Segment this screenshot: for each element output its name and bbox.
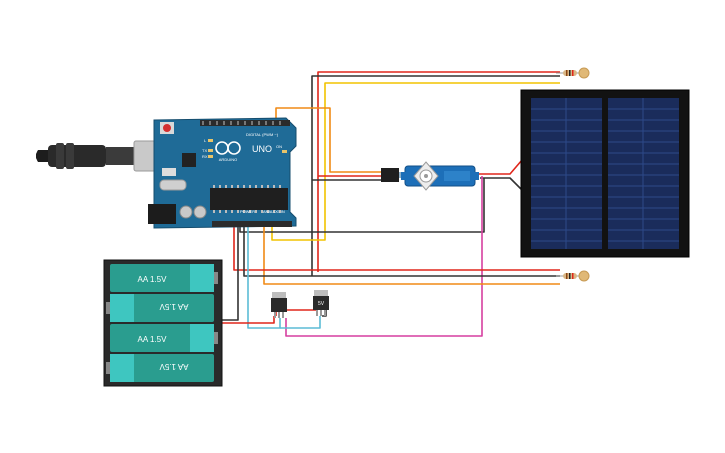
wire-orange-digital [275, 107, 383, 173]
resistor-bottom [556, 270, 590, 282]
led-on-label: ON [276, 144, 282, 149]
arduino-brand: ARDUINO [219, 157, 237, 162]
regulator-left [271, 292, 287, 318]
servo-connector [381, 168, 399, 182]
svg-text:AA 1.5V: AA 1.5V [138, 275, 168, 284]
battery-cell-4: AA 1.5V [106, 354, 214, 382]
wire-red-bottom [233, 226, 560, 271]
battery-pack: AA 1.5V AA 1.5V AA 1.5V AA 1.5V [103, 259, 223, 387]
capacitor-2 [193, 205, 207, 219]
solar-panel [520, 89, 690, 258]
power-jack [148, 204, 176, 224]
svg-text:5V: 5V [318, 301, 325, 307]
crystal [159, 179, 187, 191]
wire-red-top [317, 71, 560, 272]
analog-label: ANALOG IN [263, 209, 285, 214]
analog-header [258, 221, 292, 227]
power-header [212, 221, 262, 227]
led-tx-label: TX [202, 148, 207, 153]
resistor-top [556, 67, 590, 79]
wire-cyan-left [247, 226, 281, 329]
battery-cell-1: AA 1.5V [110, 264, 218, 292]
battery-cell-3: AA 1.5V [110, 324, 218, 352]
wire-black-bottom [243, 226, 560, 277]
wire-black-mid [239, 178, 485, 233]
regulator-right: 5V [313, 290, 329, 316]
led-l-label: L [204, 138, 207, 143]
wire-red-solar [478, 159, 523, 175]
power-label: POWER [240, 209, 255, 214]
svg-text:AA 1.5V: AA 1.5V [159, 362, 189, 371]
usb-cable-plug [36, 140, 173, 172]
wires [36, 71, 560, 337]
servo-motor [381, 161, 479, 191]
svg-text:AA 1.5V: AA 1.5V [138, 335, 168, 344]
wire-black-top [311, 75, 560, 276]
atmega-chip [210, 188, 288, 210]
arduino-uno-board: DIGITAL (PWM ~) ARDUINO UNO L TX RX ON [148, 117, 297, 229]
wire-black-solar [480, 177, 523, 191]
led-rx-label: RX [202, 154, 208, 159]
wire-yellow-top [271, 82, 560, 241]
svg-text:AA 1.5V: AA 1.5V [159, 302, 189, 311]
arduino-model: UNO [252, 144, 272, 154]
wire-black-batt [218, 226, 239, 321]
wire-pink [285, 176, 483, 337]
capacitor-1 [179, 205, 193, 219]
wire-cyan-right [280, 316, 321, 329]
wire-red-batt [218, 316, 275, 324]
digital-label: DIGITAL (PWM ~) [246, 132, 279, 137]
wire-orange-bottom [263, 226, 560, 285]
battery-cell-2: AA 1.5V [106, 294, 214, 322]
